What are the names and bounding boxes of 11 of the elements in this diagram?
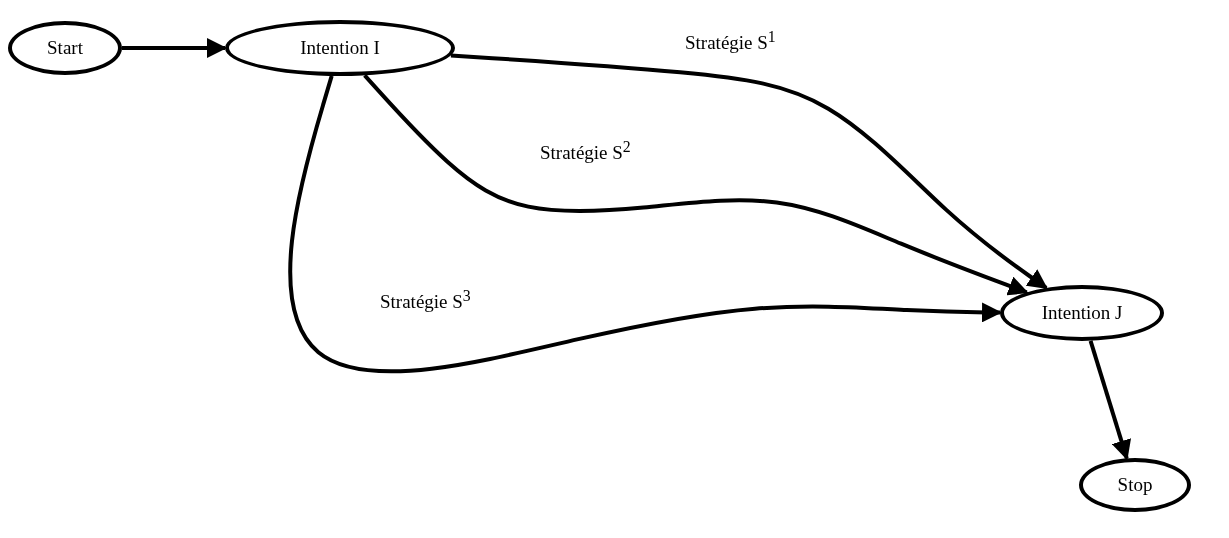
edge-label: Stratégie S$^{3}$ xyxy=(378,287,473,314)
node-label: Intention J xyxy=(1041,302,1123,324)
arrow xyxy=(363,74,1029,296)
node-label: Intention I xyxy=(300,37,380,59)
edge-label: Stratégie S$^{2}$ xyxy=(538,138,633,165)
node-label: Start xyxy=(47,37,83,59)
edge-label: Stratégie S$^{1}$ xyxy=(683,28,778,55)
arrow xyxy=(1088,340,1132,461)
arrow xyxy=(122,38,227,58)
node-label: Stop xyxy=(1117,474,1153,496)
arrow xyxy=(288,75,1002,374)
